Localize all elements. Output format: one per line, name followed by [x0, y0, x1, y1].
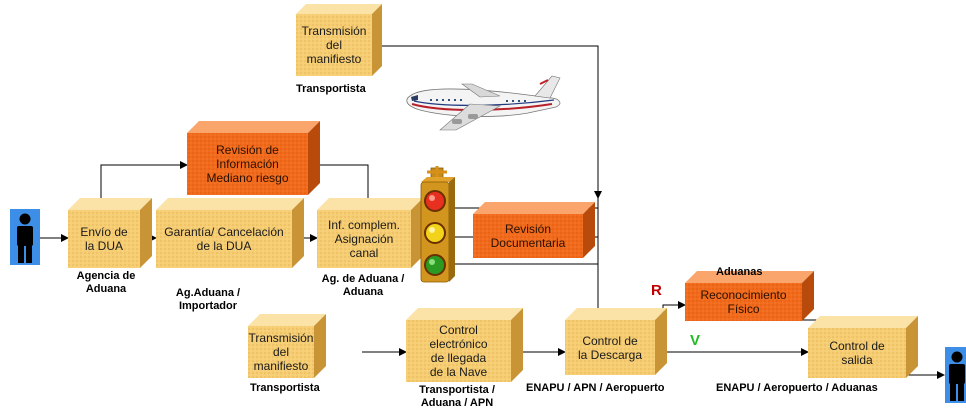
- box-control-descarga: [565, 308, 667, 375]
- box-reconocimiento: [685, 271, 814, 321]
- traffic-light-icon: [420, 166, 455, 283]
- label-transportista-aduana-apn: Transportista / Aduana / APN: [419, 384, 495, 409]
- process-boxes: [68, 4, 918, 382]
- arrow-envio-to-revision-info: [100, 161, 188, 208]
- box-label-revision-doc: Revisión Documentaria: [490, 222, 566, 250]
- arrow-transmision-to-descarga: [372, 45, 602, 199]
- box-label-transmision-bottom: Transmisión del manifiesto: [248, 331, 314, 373]
- box-label-reconocimiento: Reconocimiento Físico: [700, 288, 787, 316]
- box-text-control-descarga: Control de la Descarga: [565, 320, 655, 375]
- label-transportista-top: Transportista: [296, 83, 366, 95]
- label-ag-aduana-importador: Ag.Aduana / Importador: [175, 287, 241, 312]
- box-garantia: [156, 198, 304, 268]
- box-label-garantia: Garantía/ Cancelación de la DUA: [164, 225, 284, 253]
- channel-green-letter: V: [690, 332, 701, 349]
- label-enapu-apn-aeropuerto: ENAPU / APN / Aeropuerto: [526, 382, 665, 394]
- label-ag-aduana-aduana: Ag. de Aduana / Aduana: [321, 273, 405, 298]
- channel-red-letter: R: [651, 282, 662, 299]
- box-label-transmision-top: Transmisión del manifiesto: [301, 24, 367, 66]
- box-label-control-salida: Control de salida: [829, 339, 885, 367]
- box-label-inf-complem: Inf. complem. Asignación canal: [327, 218, 401, 260]
- label-transportista-bottom: Transportista: [250, 382, 320, 394]
- arrow-revision-info-to-infcomplem: [308, 164, 372, 213]
- box-text-revision-doc: Revisión Documentaria: [473, 214, 583, 258]
- box-text-revision-info: Revisión de Información Mediano riesgo: [187, 133, 308, 195]
- box-revision-info: [187, 121, 320, 195]
- box-text-reconocimiento: Reconocimiento Físico: [685, 283, 802, 321]
- box-revision-doc: [473, 202, 595, 258]
- box-text-transmision-top: Transmisión del manifiesto: [296, 14, 372, 76]
- box-text-inf-complem: Inf. complem. Asignación canal: [317, 210, 411, 268]
- box-text-control-electronico: Control electrónico de llegada de la Nav…: [406, 320, 511, 382]
- airplane-icon: [406, 75, 561, 131]
- person-icon-left: [10, 209, 40, 265]
- person-icon-right: [945, 347, 966, 403]
- label-agencia-aduana: Agencia de Aduana: [76, 270, 136, 295]
- box-text-garantia: Garantía/ Cancelación de la DUA: [156, 210, 292, 268]
- box-label-envio-dua: Envío de la DUA: [80, 225, 128, 253]
- box-label-control-descarga: Control de la Descarga: [577, 333, 643, 362]
- label-enapu-aeropuerto-aduanas: ENAPU / Aeropuerto / Aduanas: [716, 382, 878, 394]
- box-label-revision-info: Revisión de Información Mediano riesgo: [206, 143, 289, 185]
- box-text-transmision-bottom: Transmisión del manifiesto: [248, 326, 314, 378]
- box-text-control-salida: Control de salida: [808, 328, 906, 378]
- box-inf-complem: [317, 198, 423, 268]
- box-envio-dua: [68, 198, 152, 268]
- box-label-control-electronico: Control electrónico de llegada de la Nav…: [429, 323, 488, 379]
- box-control-electronico: [406, 308, 523, 382]
- box-text-envio-dua: Envío de la DUA: [68, 210, 140, 268]
- box-transmision-bottom: [248, 314, 326, 378]
- box-transmision-top: [296, 4, 382, 76]
- box-control-salida: [808, 316, 918, 378]
- label-aduanas: Aduanas: [716, 266, 763, 278]
